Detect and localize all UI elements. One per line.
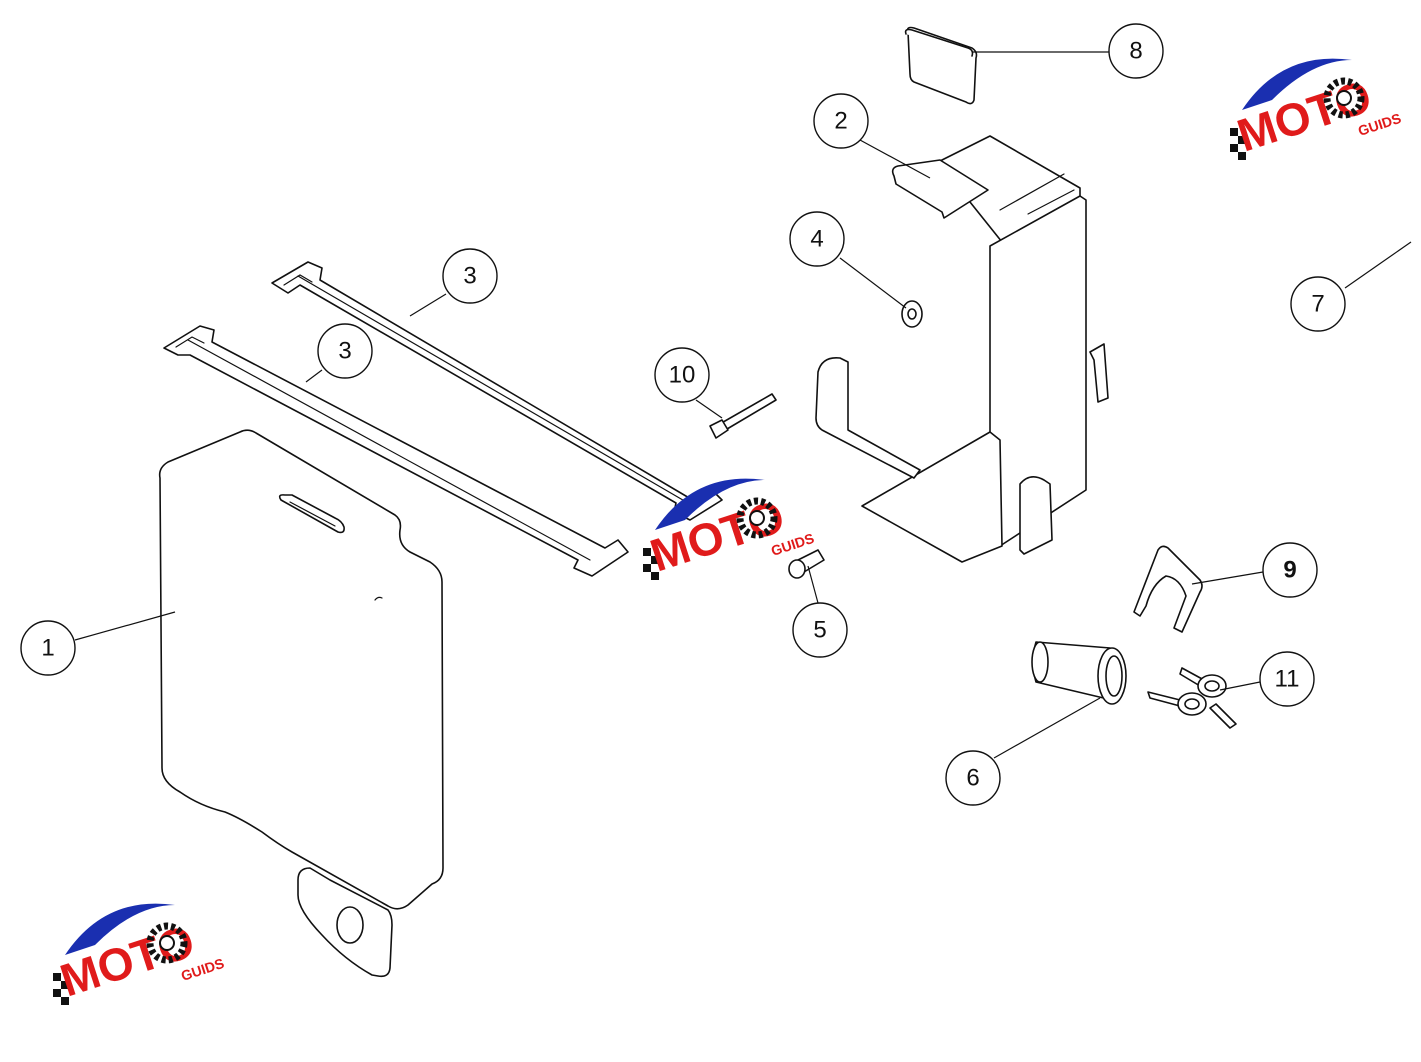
callout-5: 5	[792, 602, 848, 658]
callout-9: 9	[1262, 542, 1318, 598]
leader-1	[74, 611, 176, 641]
callout-2: 2	[813, 93, 869, 149]
callout-3-lower: 3	[317, 323, 373, 379]
callout-9-label: 9	[1283, 557, 1296, 584]
callout-11-label: 11	[1275, 666, 1300, 693]
callout-6: 6	[945, 750, 1001, 806]
leader-7	[1344, 241, 1412, 289]
callout-6-label: 6	[966, 765, 979, 792]
part-11-keys	[1147, 667, 1237, 729]
leader-10	[695, 399, 723, 419]
leader-11	[1219, 681, 1261, 691]
leader-2	[859, 139, 931, 179]
part-3-strap-front	[163, 325, 629, 577]
callout-4-label: 4	[810, 226, 823, 253]
part-10-bolt	[709, 393, 777, 439]
part-9-clip	[1133, 545, 1203, 633]
callout-1: 1	[20, 620, 76, 676]
part-8-tab	[904, 26, 978, 105]
leader-3a	[409, 293, 447, 317]
leader-4	[839, 257, 907, 309]
part-1-cover	[158, 429, 444, 978]
watermark-logo-top-right	[1230, 59, 1403, 162]
leader-3b	[305, 369, 323, 383]
callout-8-label: 8	[1129, 38, 1142, 65]
callout-10: 10	[654, 347, 710, 403]
watermark-logo-bottom-left	[53, 904, 226, 1007]
callout-3-upper: 3	[442, 248, 498, 304]
callout-3-lower-label: 3	[338, 338, 351, 365]
callout-8: 8	[1108, 23, 1164, 79]
callout-1-label: 1	[41, 635, 54, 662]
callout-7-label: 7	[1311, 291, 1324, 318]
leader-6	[993, 697, 1101, 759]
part-5-bolt	[788, 549, 825, 579]
callout-5-label: 5	[813, 617, 826, 644]
part-4-washer	[901, 300, 923, 328]
leader-lines	[74, 51, 1412, 759]
callout-4: 4	[789, 211, 845, 267]
callout-11: 11	[1259, 651, 1315, 707]
callout-7: 7	[1290, 276, 1346, 332]
callout-10-label: 10	[669, 362, 696, 389]
leader-5	[807, 565, 819, 604]
callout-3-upper-label: 3	[463, 263, 476, 290]
part-3-strap-back	[271, 261, 723, 521]
part-6-lock-cylinder	[1031, 641, 1127, 705]
callout-2-label: 2	[834, 108, 847, 135]
leader-9	[1191, 571, 1264, 585]
part-2-bracket	[815, 135, 1109, 563]
